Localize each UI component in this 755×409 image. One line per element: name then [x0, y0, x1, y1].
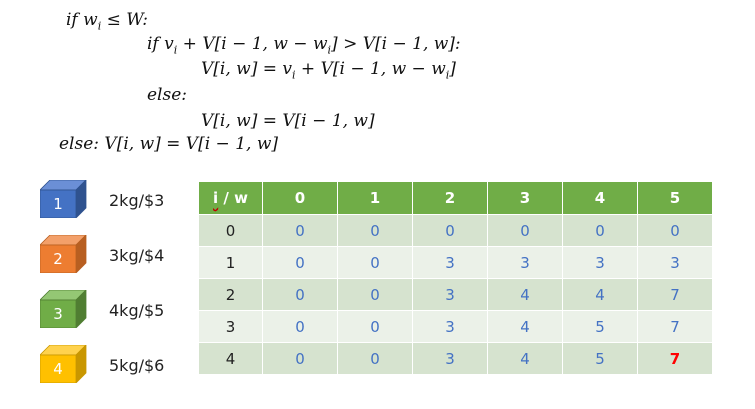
- table-cell: 0: [262, 310, 338, 343]
- table-cell: 3: [412, 342, 488, 375]
- corner-rest: / w: [218, 189, 248, 207]
- item-label: 3kg/$4: [109, 246, 165, 265]
- row-header-i: 3: [199, 310, 263, 343]
- table-cell: 7: [637, 310, 713, 343]
- table-cell: 0: [337, 342, 413, 375]
- item-4: 4 5kg/$6: [40, 345, 190, 383]
- table-cell: 4: [487, 342, 563, 375]
- item-2: 2 3kg/$4: [40, 235, 190, 273]
- column-header-w-4: 4: [562, 182, 638, 215]
- cube-icon: 3: [40, 290, 92, 328]
- recurrence-formula: if wi ≤ W: if vi + V[i − 1, w − wi] > V[…: [0, 0, 520, 170]
- table-cell: 0: [337, 214, 413, 247]
- table-cell: 3: [412, 278, 488, 311]
- table-cell: 3: [562, 246, 638, 279]
- item-label: 2kg/$3: [109, 191, 165, 210]
- formula-line-5: V[i, w] = V[i − 1, w]: [201, 111, 375, 131]
- table-cell: 0: [262, 278, 338, 311]
- item-list: 1 2kg/$3 2 3kg/$4 3 4kg/$5 4 5kg/$6: [40, 180, 190, 383]
- item-label: 4kg/$5: [109, 301, 165, 320]
- cube-number: 2: [53, 250, 63, 268]
- formula-line-4: else:: [147, 85, 188, 105]
- column-header-w-3: 3: [487, 182, 563, 215]
- row-header-i: 1: [199, 246, 263, 279]
- corner-i: i: [213, 189, 219, 207]
- cube-number: 4: [53, 360, 63, 378]
- cube-icon: 1: [40, 180, 92, 218]
- table-cell: 0: [337, 246, 413, 279]
- cube-icon: 4: [40, 345, 92, 383]
- cube-icon: 2: [40, 235, 92, 273]
- table-cell: 4: [487, 310, 563, 343]
- table-cell: 0: [262, 342, 338, 375]
- table-cell: 5: [562, 310, 638, 343]
- cube-number: 3: [53, 305, 63, 323]
- table-cell: 5: [562, 342, 638, 375]
- table-cell: 0: [487, 214, 563, 247]
- table-cell: 0: [562, 214, 638, 247]
- table-cell: 0: [262, 214, 338, 247]
- row-header-i: 2: [199, 278, 263, 311]
- column-header-w-5: 5: [637, 182, 713, 215]
- formula-line-6: else: V[i, w] = V[i − 1, w]: [59, 134, 279, 154]
- table-cell: 4: [487, 278, 563, 311]
- cube-number: 1: [53, 195, 63, 213]
- table-cell: 3: [637, 246, 713, 279]
- table-cell: 0: [337, 278, 413, 311]
- row-header-i: 0: [199, 214, 263, 247]
- table-cell: 0: [262, 246, 338, 279]
- column-header-w-1: 1: [337, 182, 413, 215]
- item-3: 3 4kg/$5: [40, 290, 190, 328]
- item-label: 5kg/$6: [109, 356, 165, 375]
- table-cell: 0: [337, 310, 413, 343]
- formula-line-2: if vi + V[i − 1, w − wi] > V[i − 1, w]:: [147, 34, 461, 57]
- table-cell: 7: [637, 278, 713, 311]
- table-cell: 4: [562, 278, 638, 311]
- column-header-w-2: 2: [412, 182, 488, 215]
- table-cell: 0: [637, 214, 713, 247]
- formula-line-1: if wi ≤ W:: [66, 10, 149, 33]
- formula-line-3: V[i, w] = vi + V[i − 1, w − wi]: [201, 59, 456, 82]
- table-cell: 3: [487, 246, 563, 279]
- row-header-i: 4: [199, 342, 263, 375]
- corner-header: i / w: [199, 182, 263, 215]
- column-header-w-0: 0: [262, 182, 338, 215]
- table-cell: 3: [412, 246, 488, 279]
- table-cell: 0: [412, 214, 488, 247]
- item-1: 1 2kg/$3: [40, 180, 190, 218]
- table-cell: 3: [412, 310, 488, 343]
- result-cell: 7: [637, 342, 713, 375]
